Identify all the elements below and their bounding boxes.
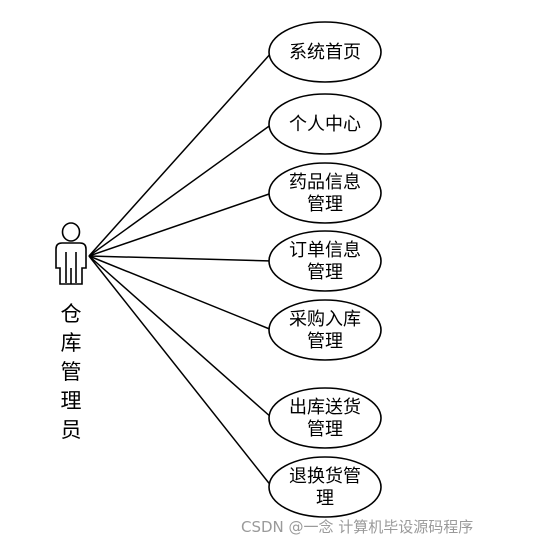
association-line-purchase-storage-mgmt [88, 255, 273, 331]
association-line-order-info-mgmt [88, 255, 273, 262]
use-case-label: 个人中心 [289, 114, 361, 135]
association-line-return-exchange-mgmt [88, 255, 273, 488]
use-case-label: 管理 [307, 194, 343, 215]
use-case-home: 系统首页 [268, 21, 382, 83]
use-case-label: 系统首页 [289, 42, 361, 63]
use-case-label: 出库送货 [289, 397, 361, 418]
actor-label: 仓库管理员 [60, 302, 82, 442]
use-case-ellipse [268, 456, 382, 518]
use-case-ellipse [268, 93, 382, 155]
association-line-drug-info-mgmt [88, 192, 273, 257]
use-case-label: 管理 [307, 331, 343, 352]
use-case-personal-center: 个人中心 [268, 93, 382, 155]
use-case-ellipse [268, 162, 382, 224]
association-line-outbound-delivery-mgmt [88, 255, 273, 419]
stick-figure-actor-icon [55, 222, 87, 285]
use-case-label: 采购入库 [289, 309, 361, 330]
use-case-label: 管理 [307, 262, 343, 283]
use-case-label: 订单信息 [289, 240, 361, 261]
use-case-label: 药品信息 [289, 172, 361, 193]
association-line-personal-center [88, 123, 273, 257]
watermark: CSDN @一念 计算机毕设源码程序 [241, 518, 474, 536]
use-case-ellipse [268, 21, 382, 83]
use-case-ellipse [268, 230, 382, 292]
use-case-ellipse [268, 299, 382, 361]
use-case-label: 退换货管 [289, 466, 361, 487]
use-case-label: 理 [316, 488, 334, 509]
use-case-label: 管理 [307, 419, 343, 440]
association-lines [88, 51, 273, 488]
association-line-home [88, 51, 273, 257]
use-case-ellipse [268, 387, 382, 449]
